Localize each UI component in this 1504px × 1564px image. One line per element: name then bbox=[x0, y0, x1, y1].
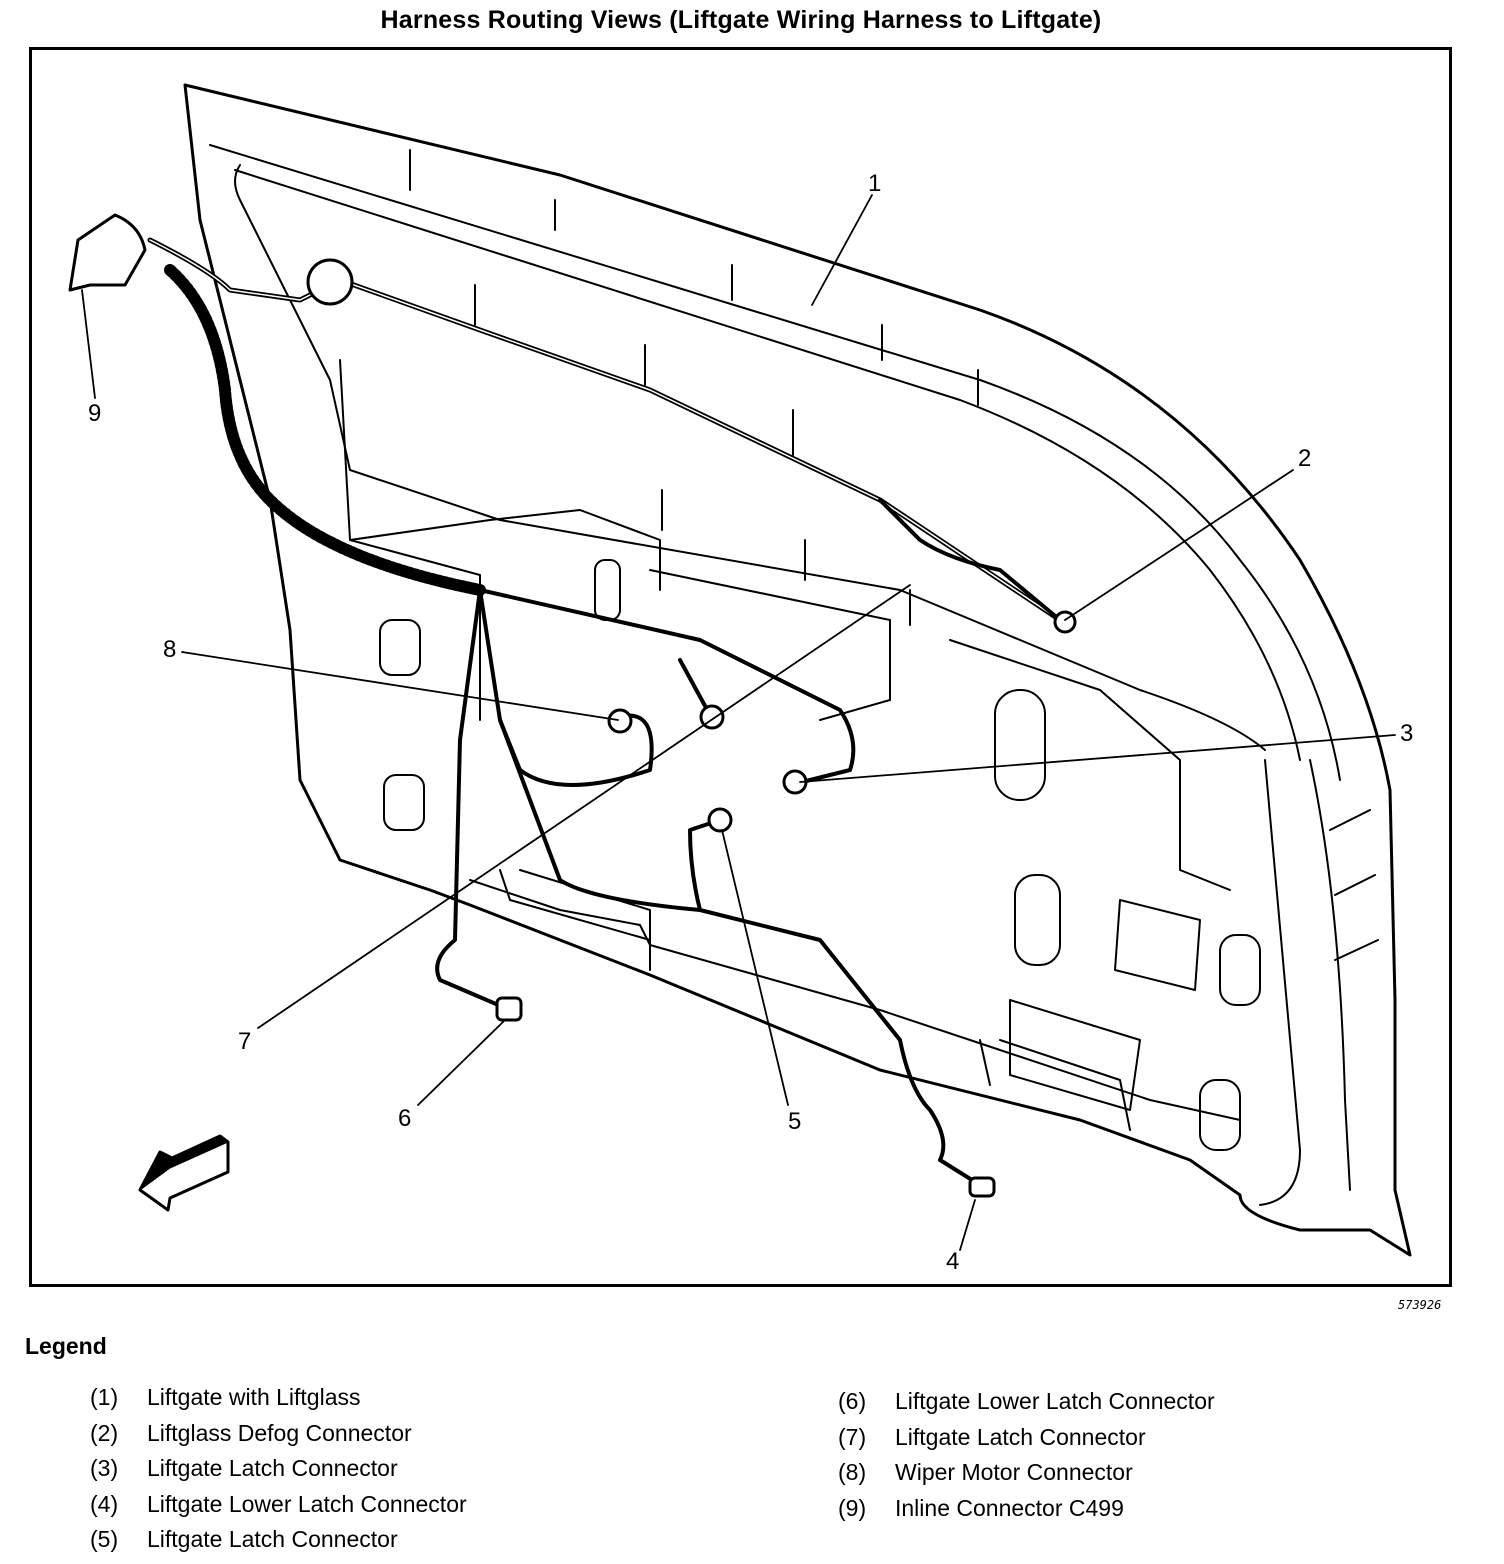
window-opening bbox=[234, 164, 1266, 751]
legend-item: (6) Liftgate Lower Latch Connector bbox=[838, 1388, 1215, 1424]
legend-right-column: (6) Liftgate Lower Latch Connector (7) Lif… bbox=[838, 1388, 1215, 1530]
leader-line-3 bbox=[799, 734, 1396, 783]
leader-line-6 bbox=[417, 1019, 506, 1106]
legend-left-column: (1) Liftgate with Liftglass (2) Liftglass … bbox=[90, 1384, 467, 1562]
callout-6: 6 bbox=[398, 1105, 412, 1132]
connector-c499-collar bbox=[306, 258, 354, 306]
callout-4: 4 bbox=[946, 1248, 960, 1275]
legend-label: Liftgate Lower Latch Connector bbox=[895, 1388, 1215, 1414]
diagram-title: Harness Routing Views (Liftgate Wiring H… bbox=[380, 6, 1102, 34]
legend-item: (7) Liftgate Latch Connector bbox=[838, 1424, 1215, 1460]
legend-number: (2) bbox=[90, 1419, 119, 1446]
legend-number: (5) bbox=[90, 1526, 119, 1552]
legend-number: (3) bbox=[90, 1455, 119, 1481]
legend-number: (8) bbox=[838, 1459, 867, 1485]
corrugated-conduit bbox=[164, 264, 486, 596]
leader-line-1 bbox=[811, 194, 873, 306]
recess-pocket bbox=[1219, 934, 1261, 1006]
legend-item: (5) Liftgate Latch Connector bbox=[90, 1526, 467, 1562]
legend-label: Liftgate with Liftglass bbox=[147, 1384, 361, 1410]
legend-item: (4) Liftgate Lower Latch Connector bbox=[90, 1491, 467, 1527]
liftgate-illustration bbox=[68, 83, 1412, 1257]
top-rail-line bbox=[234, 169, 1301, 761]
callout-5: 5 bbox=[788, 1108, 802, 1135]
harness-retainers bbox=[409, 149, 979, 626]
inner-panel bbox=[339, 359, 481, 721]
callout-8: 8 bbox=[163, 636, 177, 663]
recess-pocket bbox=[1014, 874, 1061, 966]
lower-ledge bbox=[469, 879, 1241, 1121]
connectors bbox=[68, 213, 1077, 1198]
legend-label: Liftgate Latch Connector bbox=[147, 1526, 398, 1552]
legend-number: (4) bbox=[90, 1490, 119, 1517]
legend-label: Liftgate Lower Latch Connector bbox=[147, 1490, 467, 1517]
legend-item: (2) Liftglass Defog Connector bbox=[90, 1420, 467, 1456]
leader-line-4 bbox=[959, 1199, 976, 1251]
recess-pocket bbox=[379, 619, 421, 676]
callout-9: 9 bbox=[88, 400, 102, 427]
legend-number: (6) bbox=[838, 1388, 867, 1414]
vehicle-front-arrow-icon bbox=[138, 1134, 230, 1212]
legend-heading: Legend bbox=[25, 1333, 107, 1359]
leader-line-8 bbox=[181, 651, 619, 721]
latch-connector-5 bbox=[707, 807, 733, 833]
figure-id: 573926 bbox=[1398, 1298, 1442, 1312]
wiring-harness bbox=[147, 237, 1063, 1187]
legend-label: Liftgate Latch Connector bbox=[147, 1455, 398, 1481]
recess-pocket bbox=[994, 689, 1046, 801]
legend-item: (8) Wiper Motor Connector bbox=[838, 1459, 1215, 1495]
recess-pocket bbox=[1199, 1079, 1241, 1151]
legend-label: Liftglass Defog Connector bbox=[147, 1419, 412, 1446]
callout-3: 3 bbox=[1400, 720, 1414, 747]
leader-lines bbox=[81, 194, 1396, 1251]
recess-pocket bbox=[594, 559, 621, 621]
callout-2: 2 bbox=[1298, 445, 1312, 472]
top-rail-line bbox=[209, 144, 1341, 781]
illustration-frame bbox=[29, 47, 1452, 1287]
leader-line-2 bbox=[1064, 469, 1294, 621]
legend-number: (1) bbox=[90, 1384, 119, 1410]
inline-connector-c499 bbox=[68, 213, 147, 292]
liftgate-panel bbox=[183, 83, 1412, 1257]
legend-number: (9) bbox=[838, 1494, 867, 1521]
legend-label: Wiper Motor Connector bbox=[895, 1459, 1133, 1485]
lower-latch-connector-6 bbox=[495, 996, 523, 1022]
callout-1: 1 bbox=[868, 170, 882, 197]
leader-line-5 bbox=[721, 829, 789, 1106]
legend-number: (7) bbox=[838, 1423, 867, 1450]
callout-7: 7 bbox=[238, 1028, 252, 1055]
wiper-motor-connector bbox=[607, 708, 633, 734]
legend-item: (3) Liftgate Latch Connector bbox=[90, 1455, 467, 1491]
legend-item: (9) Inline Connector C499 bbox=[838, 1495, 1215, 1531]
leader-line-7 bbox=[257, 584, 911, 1029]
legend-item: (1) Liftgate with Liftglass bbox=[90, 1384, 467, 1420]
leader-line-9 bbox=[81, 289, 96, 399]
recess-pocket bbox=[383, 774, 425, 831]
lower-latch-connector-4 bbox=[968, 1176, 996, 1198]
legend-label: Liftgate Latch Connector bbox=[895, 1423, 1146, 1450]
legend-label: Inline Connector C499 bbox=[895, 1494, 1124, 1521]
